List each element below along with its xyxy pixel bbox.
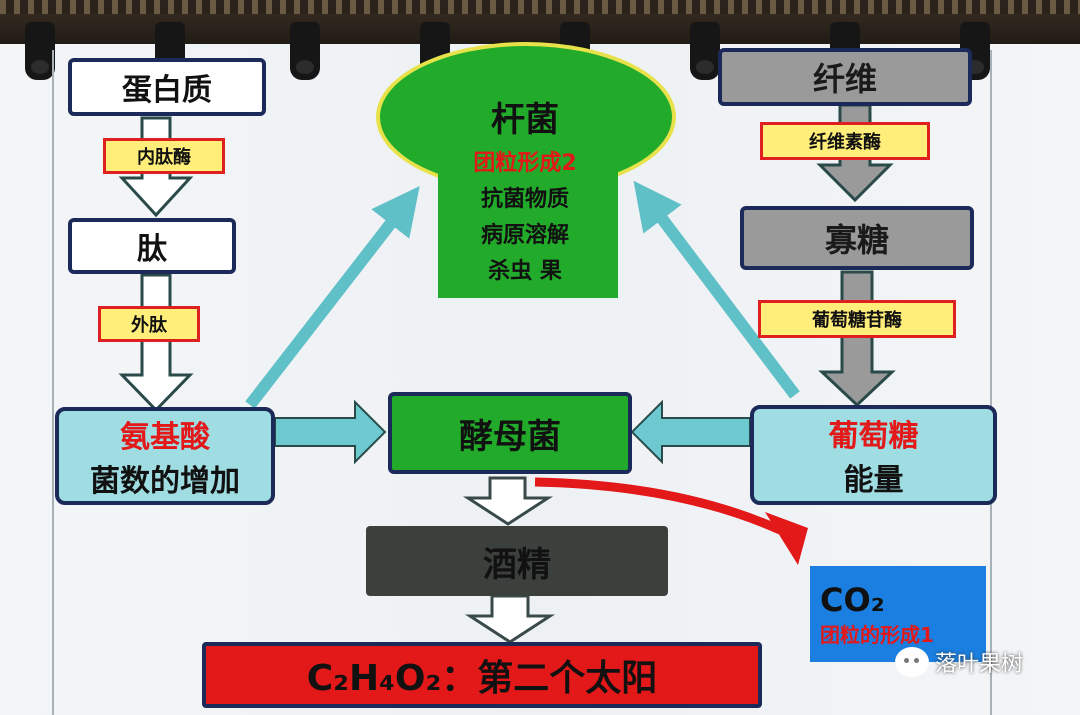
yeast-label: 酵母菌 [459,416,561,457]
alcohol-label: 酒精 [483,544,551,585]
wechat-icon [895,647,929,677]
glucose-title: 葡萄糖 [828,419,919,454]
down-arrow-right-2 [818,270,896,408]
glucose-sub: 能量 [843,463,904,498]
acetic-acid-box: C₂H₄O₂：第二个太阳 [202,642,762,708]
bacillus-line-3: 杀虫 果 [488,259,562,284]
exopeptidase-label: 外肽 [131,315,167,336]
truss-beam [0,0,1080,14]
right-arrow-amino-to-yeast [274,399,387,465]
endopeptidase-label-box: 内肽酶 [103,138,225,174]
bacillus-stem [438,150,618,298]
glucosidase-label: 葡萄糖苷酶 [812,310,902,331]
fiber-label: 纤维 [812,60,877,98]
diag-arrow-glucose-to-bacillus [633,180,800,399]
endopeptidase-label: 内肽酶 [137,147,191,168]
bacillus-line-2: 病原溶解 [480,223,569,248]
down-arrow-yeast-to-alcohol [462,476,554,526]
co2-sub: 团粒的形成1 [820,622,934,647]
amino-acid-title: 氨基酸 [120,420,210,455]
down-arrow-alcohol-to-sun [464,594,556,644]
glucose-box: 葡萄糖 能量 [750,405,997,505]
oligosaccharide-box: 寡糖 [740,206,974,270]
oligosaccharide-label: 寡糖 [824,221,889,259]
co2-box: CO₂ 团粒的形成1 [810,566,986,662]
screen-frame-line [990,50,992,715]
yeast-box: 酵母菌 [388,392,632,474]
peptide-box: 肽 [68,218,236,274]
curved-arrow-to-co2 [534,477,782,535]
down-arrow-left-2 [118,273,194,413]
amino-acid-sub: 菌数的增加 [90,464,240,499]
left-arrow-glucose-to-yeast [630,399,751,465]
protein-label: 蛋白质 [122,73,212,108]
stage-light [690,22,720,80]
peptide-label: 肽 [137,232,167,267]
bacillus-line-1: 抗菌物质 [480,187,569,212]
glucosidase-label-box: 葡萄糖苷酶 [758,300,956,338]
stage-light [290,22,320,80]
cellulase-label-box: 纤维素酶 [760,122,930,160]
bacillus-title: 杆菌 [491,100,559,140]
screen-frame-line [52,50,54,715]
acetic-acid-label: C₂H₄O₂：第二个太阳 [306,658,658,699]
alcohol-box: 酒精 [366,526,668,596]
co2-title: CO₂ [820,580,885,619]
curved-arrow-to-co2-head [765,512,808,565]
diag-arrow-amino-to-bacillus [245,186,420,409]
bacillus-text-group: 杆菌 团粒形成2 抗菌物质 病原溶解 杀虫 果 [400,92,650,292]
stage-light [25,22,55,80]
watermark-label: 落叶果树 [935,652,1024,677]
cellulase-label: 纤维素酶 [809,132,881,153]
bacillus-cap [376,42,676,192]
amino-acid-box: 氨基酸 菌数的增加 [55,407,275,505]
protein-box: 蛋白质 [68,58,266,116]
exopeptidase-label-box: 外肽 [98,306,200,342]
fiber-box: 纤维 [718,48,972,106]
wechat-watermark: 落叶果树 [895,646,1023,678]
bacillus-red-line: 团粒形成2 [473,151,577,176]
